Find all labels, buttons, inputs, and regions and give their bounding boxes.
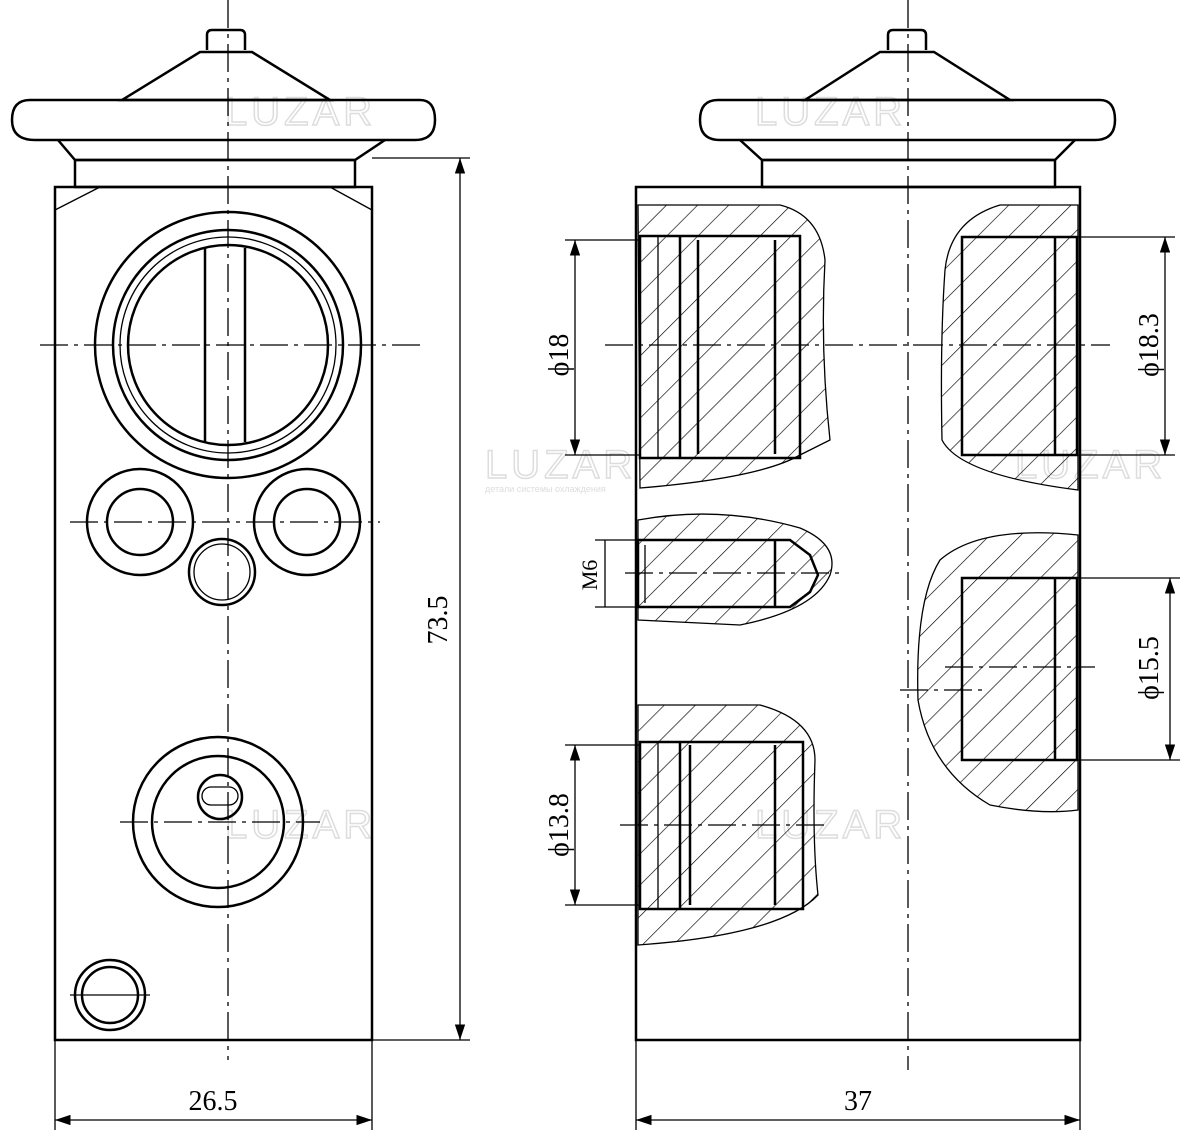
dimension-thread: M6 (577, 560, 602, 591)
svg-text:LUZAR: LUZAR (485, 443, 636, 487)
svg-text:детали системы охлаждения: детали системы охлаждения (485, 484, 606, 494)
side-view (605, 0, 1117, 1070)
front-view (10, 0, 437, 1060)
svg-text:LUZAR: LUZAR (755, 90, 906, 134)
dimension-width-front: 26.5 (189, 1086, 238, 1117)
dimension-height: 73.5 (423, 596, 454, 645)
dimension-port-top-left: ϕ18 (544, 334, 575, 377)
dimension-width-side: 37 (844, 1086, 872, 1117)
dimension-port-mid-right: ϕ15.5 (1134, 636, 1165, 700)
dimension-lines (54, 157, 1180, 1130)
dimension-port-top-right: ϕ18.3 (1134, 313, 1165, 377)
svg-text:LUZAR: LUZAR (225, 90, 376, 134)
svg-text:LUZAR: LUZAR (225, 803, 376, 847)
dimension-port-bottom-left: ϕ13.8 (544, 793, 575, 857)
